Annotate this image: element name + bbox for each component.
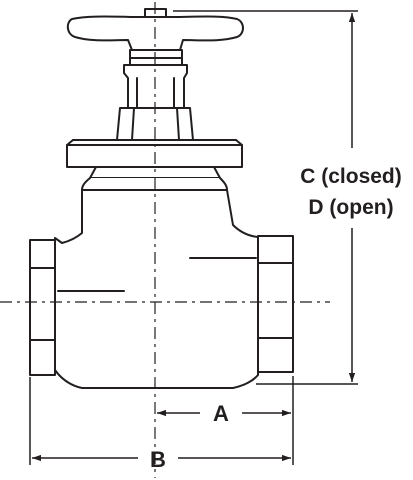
dimension-label-d: D (open) — [308, 196, 393, 219]
right-end-connection — [257, 235, 294, 373]
valve-body — [54, 189, 259, 389]
dimension-label-c: C (closed) — [300, 165, 402, 188]
dimension-label-b: B — [150, 447, 166, 472]
dimension-label-a: A — [213, 401, 229, 426]
left-end-connection — [29, 239, 56, 376]
valve-stem — [129, 49, 183, 66]
